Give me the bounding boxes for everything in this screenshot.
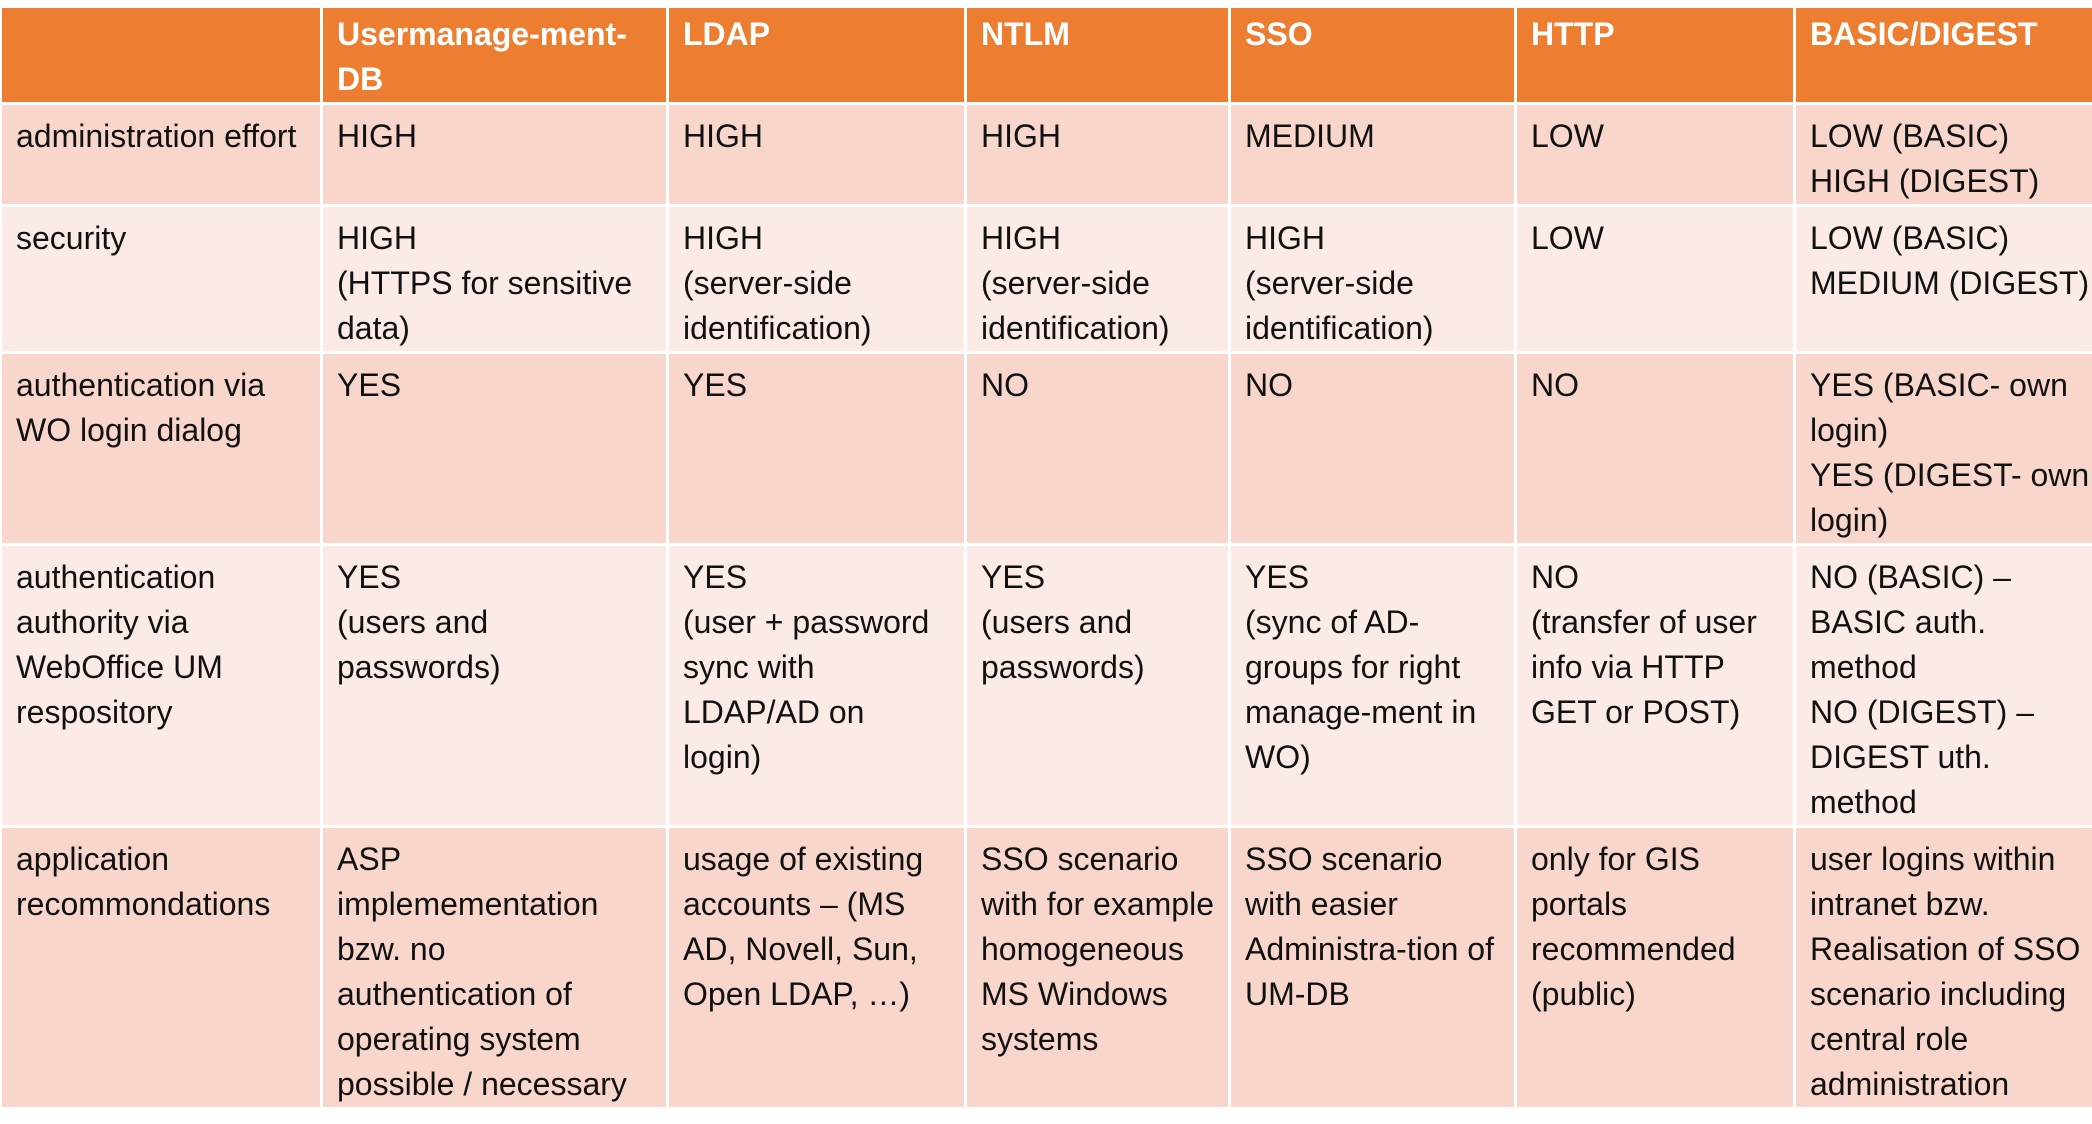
- table-row-authentication-authority: authentication authority via WebOffice U…: [2, 546, 2092, 825]
- comparison-table: Usermanage-ment-DB LDAP NTLM SSO HTTP BA…: [0, 5, 2092, 1110]
- row-label: authentication authority via WebOffice U…: [2, 546, 320, 825]
- table-cell: ASP implemementation bzw. no authenticat…: [323, 828, 666, 1107]
- table-cell: HIGH: [323, 105, 666, 204]
- table-cell: HIGH (server-side identification): [669, 207, 964, 351]
- row-label: authentication via WO login dialog: [2, 354, 320, 543]
- table-cell: YES (users and passwords): [323, 546, 666, 825]
- table-cell: LOW: [1517, 105, 1793, 204]
- header-row: Usermanage-ment-DB LDAP NTLM SSO HTTP BA…: [2, 8, 2092, 102]
- header-usermanagement-db: Usermanage-ment-DB: [323, 8, 666, 102]
- table-cell: HIGH: [967, 105, 1228, 204]
- header-ldap: LDAP: [669, 8, 964, 102]
- table-cell: YES (BASIC- own login) YES (DIGEST- own …: [1796, 354, 2092, 543]
- table-cell: MEDIUM: [1231, 105, 1514, 204]
- table-cell: NO (BASIC) – BASIC auth. method NO (DIGE…: [1796, 546, 2092, 825]
- table-row-administration-effort: administration effort HIGH HIGH HIGH MED…: [2, 105, 2092, 204]
- row-label: administration effort: [2, 105, 320, 204]
- table-cell: LOW (BASIC) HIGH (DIGEST): [1796, 105, 2092, 204]
- header-sso: SSO: [1231, 8, 1514, 102]
- table-cell: NO: [1517, 354, 1793, 543]
- table-cell: LOW (BASIC) MEDIUM (DIGEST): [1796, 207, 2092, 351]
- table-cell: HIGH (HTTPS for sensitive data): [323, 207, 666, 351]
- table-cell: HIGH: [669, 105, 964, 204]
- table-cell: LOW: [1517, 207, 1793, 351]
- header-basic-digest: BASIC/DIGEST: [1796, 8, 2092, 102]
- table-cell: YES (user + password sync with LDAP/AD o…: [669, 546, 964, 825]
- table-cell: YES (users and passwords): [967, 546, 1228, 825]
- table-cell: SSO scenario with easier Administra-tion…: [1231, 828, 1514, 1107]
- table-cell: user logins within intranet bzw. Realisa…: [1796, 828, 2092, 1107]
- table-cell: SSO scenario with for example homogeneou…: [967, 828, 1228, 1107]
- table-cell: NO: [967, 354, 1228, 543]
- table-cell: only for GIS portals recommended (public…: [1517, 828, 1793, 1107]
- table-cell: YES: [669, 354, 964, 543]
- header-ntlm: NTLM: [967, 8, 1228, 102]
- table-cell: YES: [323, 354, 666, 543]
- table-row-authentication-login-dialog: authentication via WO login dialog YES Y…: [2, 354, 2092, 543]
- table-cell: HIGH (server-side identification): [1231, 207, 1514, 351]
- table-cell: HIGH (server-side identification): [967, 207, 1228, 351]
- table-cell: NO: [1231, 354, 1514, 543]
- header-http: HTTP: [1517, 8, 1793, 102]
- table-row-application-recommendations: application recommondations ASP implemem…: [2, 828, 2092, 1107]
- table-cell: YES (sync of AD-groups for right manage-…: [1231, 546, 1514, 825]
- row-label: application recommondations: [2, 828, 320, 1107]
- table-cell: NO (transfer of user info via HTTP GET o…: [1517, 546, 1793, 825]
- table-row-security: security HIGH (HTTPS for sensitive data)…: [2, 207, 2092, 351]
- row-label: security: [2, 207, 320, 351]
- header-corner: [2, 8, 320, 102]
- table-cell: usage of existing accounts – (MS AD, Nov…: [669, 828, 964, 1107]
